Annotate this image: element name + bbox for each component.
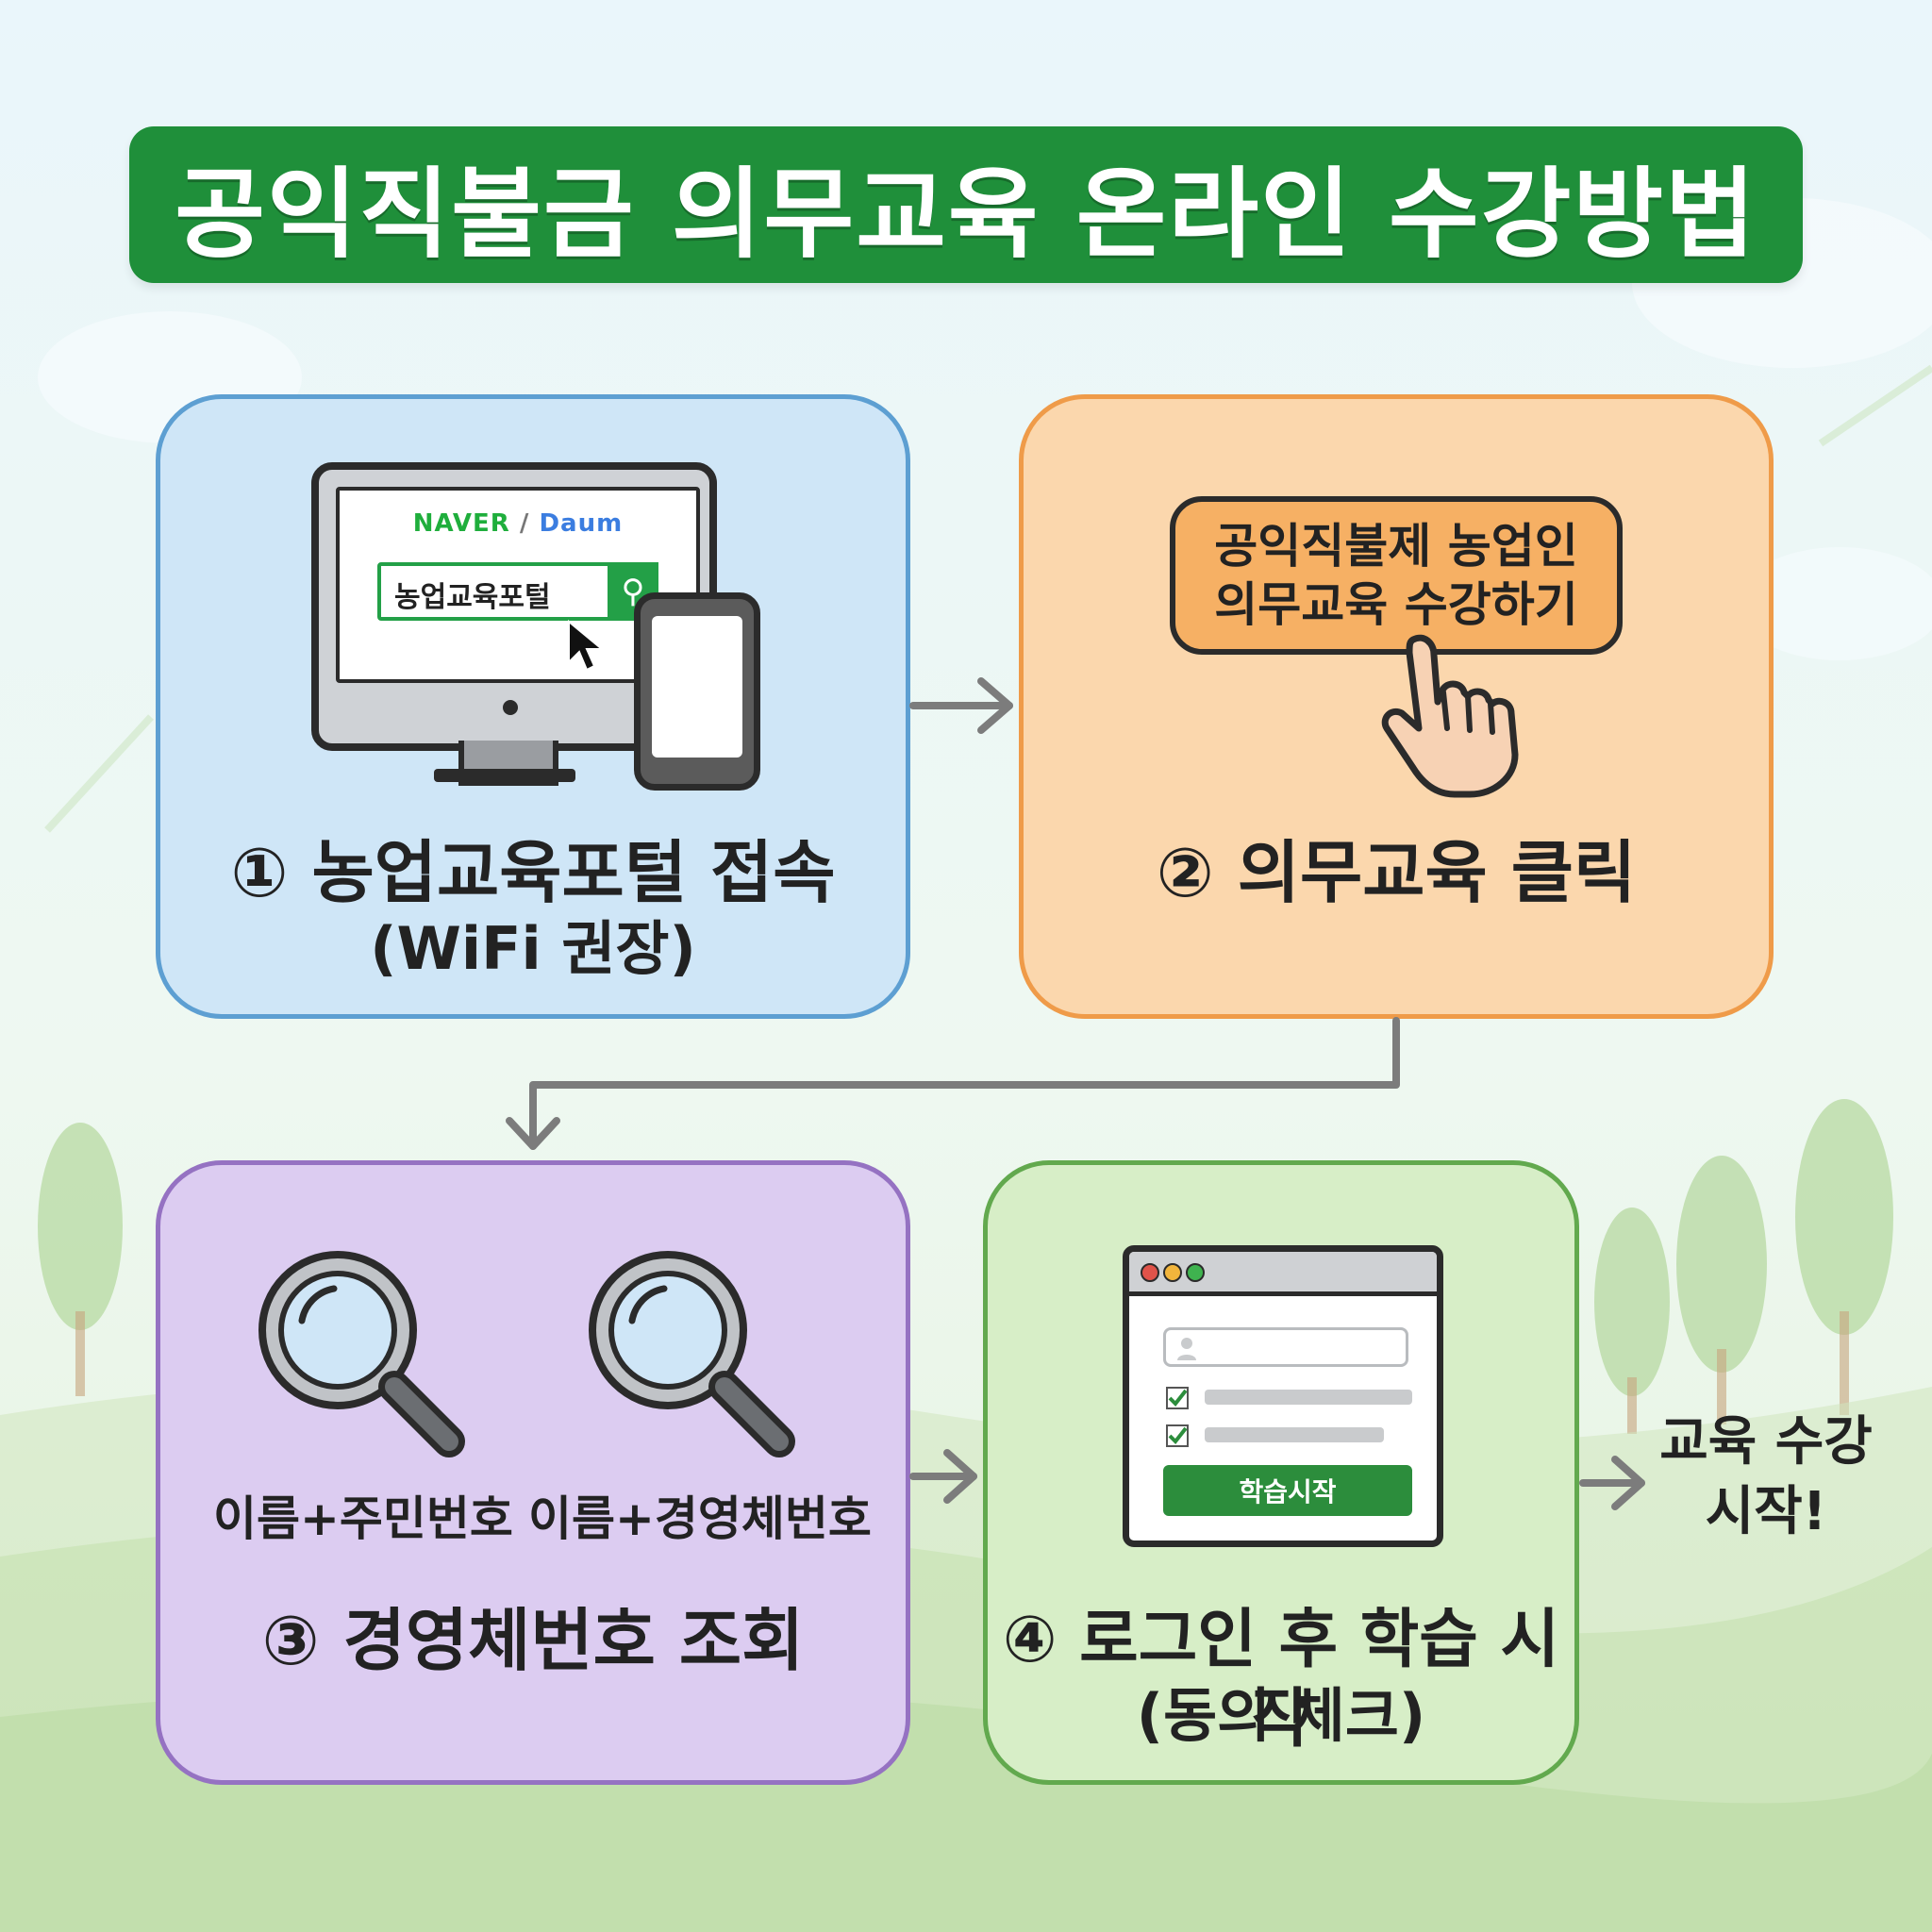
- portal-search-box: 농업교육포털 ⚲: [377, 562, 658, 621]
- login-window-icon: 학습시작: [1123, 1245, 1443, 1547]
- mouse-cursor-icon: [568, 619, 605, 672]
- start-learning-button: 학습시작: [1163, 1465, 1412, 1516]
- magnifier-icon-1: [258, 1251, 465, 1457]
- agree-checkbox-2: [1166, 1424, 1189, 1447]
- step-3-label: ③ 경영체번호 조회: [261, 1601, 805, 1680]
- agree-text-line-1: [1205, 1390, 1412, 1405]
- final-line-1: 교육 수강: [1659, 1411, 1873, 1473]
- search-portals: NAVER / Daum: [340, 509, 696, 538]
- arrow-step3-to-step4: [909, 1449, 977, 1504]
- magnifier-icon-2: [589, 1251, 795, 1457]
- title-banner: 공익직불금 의무교육 온라인 수강방법: [129, 126, 1803, 283]
- pointing-hand-icon: [1381, 634, 1519, 798]
- mandatory-education-button: 공익직불제 농업인 의무교육 수강하기: [1170, 496, 1623, 655]
- naver-logo: NAVER: [412, 509, 510, 538]
- smartphone-icon: [634, 592, 760, 791]
- step-2-label: ② 의무교육 클릭: [1156, 833, 1637, 912]
- cta-line-2: 의무교육 수강하기: [1214, 577, 1578, 632]
- search-query: 농업교육포털: [394, 581, 551, 614]
- page-title: 공익직불금 의무교육 온라인 수강방법: [175, 156, 1757, 272]
- window-close-dot: [1141, 1263, 1159, 1282]
- search-icon: ⚲: [608, 562, 658, 621]
- step-1-label: ① 농업교육포털 접속: [230, 833, 836, 912]
- window-minimize-dot: [1163, 1263, 1182, 1282]
- monitor-screen: NAVER / Daum 농업교육포털 ⚲: [336, 487, 700, 683]
- user-icon: [1177, 1338, 1196, 1360]
- step-4-label: ④ 로그인 후 학습 시작: [1002, 1603, 1560, 1757]
- final-line-2: 시작!: [1705, 1481, 1827, 1542]
- smartphone-screen: [652, 616, 742, 758]
- monitor-power-dot: [503, 700, 518, 715]
- step-3-card: ③ 경영체번호 조회: [156, 1160, 910, 1785]
- lookup-option-business-number: 이름+경영체번호: [528, 1491, 872, 1546]
- daum-logo: Daum: [539, 509, 624, 538]
- agree-checkbox-1: [1166, 1387, 1189, 1409]
- window-titlebar: [1129, 1252, 1437, 1296]
- arrow-step4-to-final: [1579, 1456, 1645, 1510]
- step-4-sublabel: (동의 체크): [1136, 1681, 1426, 1750]
- window-maximize-dot: [1186, 1263, 1205, 1282]
- monitor-stand-base: [434, 769, 575, 782]
- arrow-step1-to-step2: [909, 677, 1013, 734]
- arrow-step2-to-step3: [506, 1017, 1400, 1150]
- step-1-sublabel: (WiFi 권장): [370, 914, 696, 983]
- final-message: 교육 수강 시작!: [1643, 1407, 1889, 1547]
- brand-separator: /: [519, 509, 530, 538]
- agree-text-line-2: [1205, 1427, 1384, 1442]
- lookup-option-resident-number: 이름+주민번호: [213, 1491, 513, 1546]
- cta-line-1: 공익직불제 농업인: [1214, 519, 1578, 574]
- username-field: [1163, 1327, 1408, 1367]
